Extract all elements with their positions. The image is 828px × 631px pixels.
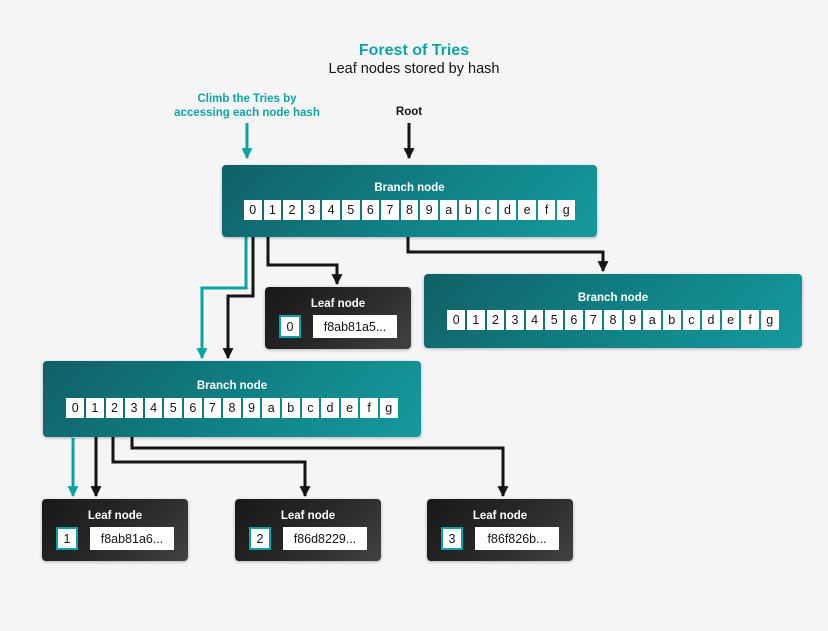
branch-cell: 4	[322, 200, 340, 220]
leaf-node-0-row: 0 f8ab81a5...	[279, 315, 397, 338]
branch-cell: 3	[125, 398, 143, 418]
branch-cell: 6	[565, 310, 583, 330]
leaf-hash-cell: f8ab81a5...	[313, 315, 397, 338]
leaf-node-2: Leaf node 2 f86d8229...	[235, 499, 381, 561]
branch-cell: b	[662, 310, 681, 330]
leaf-hash-cell: f86d8229...	[283, 527, 367, 550]
branch-cell: 8	[223, 398, 241, 418]
branch-cell: e	[518, 200, 536, 220]
branch-node-mid-label: Branch node	[196, 380, 268, 392]
leaf-node-0: Leaf node 0 f8ab81a5...	[265, 287, 411, 349]
branch-cell: 8	[400, 200, 419, 220]
branch-cell: b	[459, 200, 478, 220]
branch-cell: 8	[604, 310, 622, 330]
branch-cell: 9	[242, 398, 261, 418]
leaf-index-cell: 3	[441, 527, 463, 550]
branch-cell: d	[498, 200, 517, 220]
branch-cell: 4	[525, 310, 544, 330]
branch-cell: 7	[381, 200, 399, 220]
branch-cell: 1	[467, 310, 485, 330]
branch-cell: c	[301, 398, 320, 418]
diagram-subtitle: Leaf nodes stored by hash	[328, 61, 500, 77]
branch-cell: c	[479, 200, 497, 220]
leaf-node-3-row: 3 f86f826b...	[441, 527, 559, 550]
leaf-node-3-label: Leaf node	[472, 510, 528, 522]
branch-cell: c	[682, 310, 701, 330]
leaf-node-2-label: Leaf node	[280, 510, 336, 522]
leaf-node-2-row: 2 f86d8229...	[249, 527, 367, 550]
branch-cell: a	[643, 310, 661, 330]
branch-cell: 1	[263, 200, 282, 220]
leaf-index-cell: 2	[249, 527, 271, 550]
branch-cell: 1	[86, 398, 104, 418]
edge-cell0-to-branch-mid	[222, 222, 255, 360]
branch-cell: g	[760, 310, 779, 330]
leaf-hash-cell: f8ab81a6...	[90, 527, 174, 550]
leaf-node-1-row: 1 f8ab81a6...	[56, 527, 174, 550]
climb-annotation: Climb the Tries by accessing each node h…	[157, 93, 337, 120]
branch-cell: f	[360, 398, 378, 418]
branch-cell: b	[281, 398, 300, 418]
branch-cell: 6	[184, 398, 202, 418]
climb-annotation-line1: Climb the Tries by	[197, 93, 297, 105]
branch-cell: 7	[584, 310, 603, 330]
branch-cell: 0	[447, 310, 466, 330]
leaf-hash-cell: f86f826b...	[475, 527, 559, 550]
branch-cell: 2	[283, 200, 301, 220]
branch-cell: 4	[144, 398, 163, 418]
branch-node-top-label: Branch node	[374, 182, 445, 194]
branch-cell: g	[557, 200, 576, 220]
branch-cell: 0	[66, 398, 85, 418]
root-annotation: Root	[395, 106, 423, 118]
branch-cell: d	[702, 310, 720, 330]
leaf-index-cell: 0	[279, 315, 301, 338]
branch-cell: d	[321, 398, 339, 418]
branch-cell: a	[439, 200, 458, 220]
branch-cell: 3	[506, 310, 524, 330]
branch-cell: e	[721, 310, 740, 330]
branch-node-right-label: Branch node	[577, 292, 649, 304]
branch-cell: a	[262, 398, 280, 418]
branch-cell: 9	[420, 200, 438, 220]
branch-cell: 5	[164, 398, 183, 418]
branch-cell: g	[379, 398, 398, 418]
branch-cell: 6	[361, 200, 380, 220]
leaf-node-1-label: Leaf node	[87, 510, 143, 522]
branch-cell: 2	[486, 310, 505, 330]
branch-cell: 0	[243, 200, 262, 220]
leaf-index-cell: 1	[56, 527, 78, 550]
branch-cell: 7	[203, 398, 222, 418]
branch-cell: 2	[105, 398, 124, 418]
diagram-title: Forest of Tries	[358, 42, 470, 59]
branch-cell: e	[340, 398, 359, 418]
branch-cell: f	[741, 310, 759, 330]
leaf-node-3: Leaf node 3 f86f826b...	[427, 499, 573, 561]
edge-branch-top-to-branch-mid	[196, 237, 248, 360]
branch-cell: 5	[341, 200, 360, 220]
branch-cell: f	[537, 200, 556, 220]
leaf-node-1: Leaf node 1 f8ab81a6...	[42, 499, 188, 561]
climb-annotation-line2: accessing each node hash	[174, 106, 320, 119]
branch-cell: 5	[545, 310, 564, 330]
leaf-node-0-label: Leaf node	[310, 298, 366, 310]
branch-cell: 9	[623, 310, 642, 330]
branch-cell: 3	[302, 200, 321, 220]
